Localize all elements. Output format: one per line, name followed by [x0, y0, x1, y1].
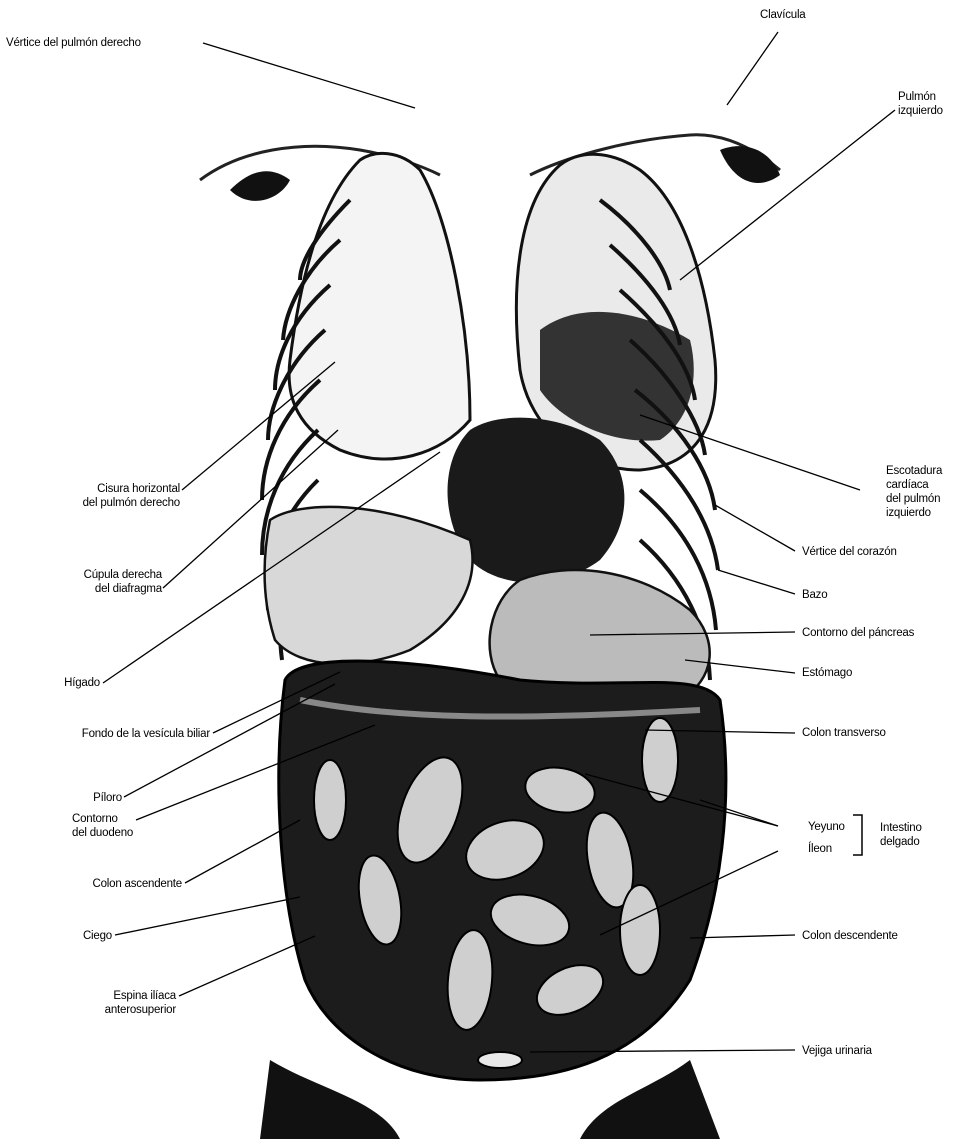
label-vertice-pulmon-derecho: Vértice del pulmón derecho	[6, 36, 141, 50]
label-contorno-pancreas: Contorno del páncreas	[802, 626, 914, 640]
label-fondo-vesicula: Fondo de la vesícula biliar	[6, 727, 210, 741]
right-lung	[289, 153, 470, 459]
label-pulmon-izquierdo: Pulmón izquierdo	[898, 90, 943, 118]
pelvis	[260, 1052, 720, 1139]
label-clavicula: Clavícula	[760, 8, 806, 22]
label-yeyuno: Yeyuno	[808, 820, 845, 834]
label-colon-descendente: Colon descendente	[802, 929, 898, 943]
heart	[448, 418, 625, 583]
label-bazo: Bazo	[802, 588, 827, 602]
label-higado: Hígado	[30, 676, 100, 690]
label-estomago: Estómago	[802, 666, 852, 680]
label-piloro: Píloro	[50, 791, 122, 805]
intestines	[279, 661, 726, 1080]
intestine-bracket	[853, 815, 862, 855]
label-ciego: Ciego	[40, 929, 112, 943]
liver	[265, 507, 473, 664]
label-cisura-horizontal: Cisura horizontal del pulmón derecho	[30, 482, 180, 510]
label-espina-iliaca: Espina ilíaca anterosuperior	[40, 989, 176, 1017]
label-colon-ascendente: Colon ascendente	[20, 877, 182, 891]
label-escotadura-cardiaca: Escotadura cardíaca del pulmón izquierdo	[886, 464, 942, 520]
label-vertice-corazon: Vértice del corazón	[802, 545, 897, 559]
label-vejiga: Vejiga urinaria	[802, 1044, 872, 1058]
label-intestino-delgado: Intestino delgado	[880, 821, 922, 849]
label-ileon: Íleon	[808, 842, 832, 856]
label-contorno-duodeno: Contorno del duodeno	[72, 812, 133, 840]
label-cupula-derecha: Cúpula derecha del diafragma	[20, 568, 162, 596]
clavicle-region	[200, 135, 780, 201]
label-colon-transverso: Colon transverso	[802, 726, 886, 740]
